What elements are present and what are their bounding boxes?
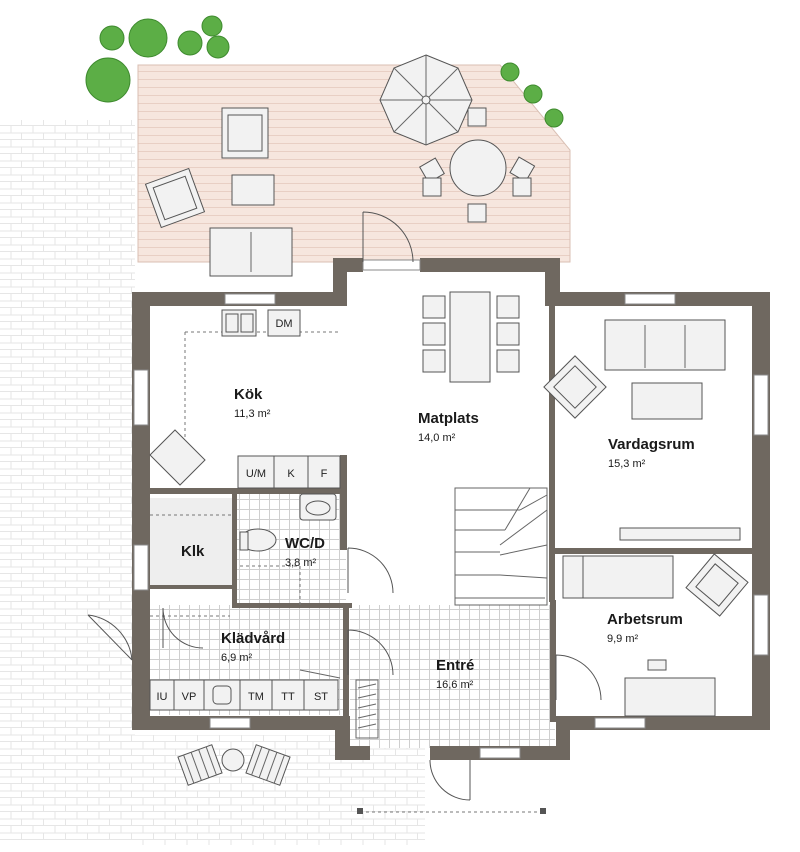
staircase xyxy=(454,487,548,606)
f-label: F xyxy=(321,468,328,480)
terrace-furniture xyxy=(144,107,536,277)
room-matplats-name: Matplats xyxy=(418,410,479,427)
um-label: U/M xyxy=(246,468,266,480)
room-arbetsrum-name: Arbetsrum xyxy=(607,611,683,628)
iu-label: IU xyxy=(157,691,168,703)
kitchen-counter xyxy=(149,309,340,486)
parasol-icon xyxy=(379,54,473,146)
dm-label: DM xyxy=(275,318,292,330)
entrance-chairs xyxy=(177,744,291,786)
room-vardagsrum-area: 15,3 m² xyxy=(608,458,646,470)
klk-floor xyxy=(150,498,234,588)
room-wcd-name: WC/D xyxy=(285,535,325,552)
living-room-furniture xyxy=(543,319,741,541)
kladvard-fixtures xyxy=(149,615,341,711)
st-label: ST xyxy=(314,691,328,703)
room-wcd-area: 3,8 m² xyxy=(285,557,317,569)
study-furniture xyxy=(562,553,749,717)
room-kladvard-area: 6,9 m² xyxy=(221,652,253,664)
windows xyxy=(133,259,769,759)
entrance-path xyxy=(357,808,546,814)
paving-west xyxy=(0,120,135,840)
vp-label: VP xyxy=(182,691,197,703)
room-kok-name: Kök xyxy=(234,386,263,403)
room-klk-name: Klk xyxy=(181,543,205,560)
room-entre-area: 16,6 m² xyxy=(436,679,474,691)
kitchen-appliance-row xyxy=(237,455,341,489)
coat-rack xyxy=(355,679,379,739)
dining-table xyxy=(422,291,520,383)
room-kladvard-name: Klädvård xyxy=(221,630,285,647)
room-kok-area: 11,3 m² xyxy=(234,408,271,420)
room-entre-name: Entré xyxy=(436,657,474,674)
room-matplats-area: 14,0 m² xyxy=(418,432,456,444)
k-label: K xyxy=(287,468,295,480)
paving-south xyxy=(135,735,425,845)
entre-tile-floor xyxy=(350,605,555,748)
room-arbetsrum-area: 9,9 m² xyxy=(607,633,639,645)
tt-label: TT xyxy=(281,691,295,703)
tm-label: TM xyxy=(248,691,264,703)
wc-fixtures xyxy=(239,493,337,605)
room-vardagsrum-name: Vardagsrum xyxy=(608,436,695,453)
doors xyxy=(87,211,602,801)
interior-walls xyxy=(150,272,752,722)
